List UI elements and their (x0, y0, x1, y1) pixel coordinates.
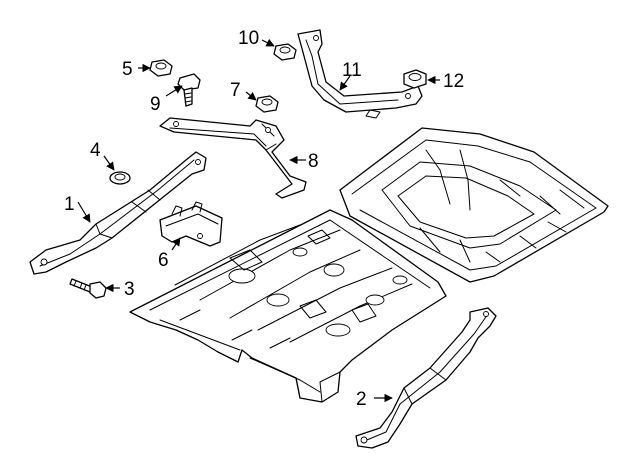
callout-10: 10 (238, 28, 259, 49)
leader-6 (171, 237, 181, 251)
part-6-bracket (159, 201, 223, 247)
part-7-nut (255, 95, 279, 113)
callout-2: 2 (356, 389, 367, 410)
part-8-crossmember (159, 117, 307, 199)
callout-1: 1 (64, 194, 75, 215)
leader-9 (165, 85, 183, 97)
callout-11: 11 (342, 60, 362, 81)
part-10-nut (273, 43, 297, 61)
leader-10 (261, 38, 275, 47)
leader-4 (103, 155, 115, 171)
callout-9: 9 (150, 94, 161, 115)
callout-6: 6 (158, 250, 169, 271)
callout-labels: 1 2 3 4 5 6 7 8 9 10 11 12 (64, 28, 464, 410)
callout-12: 12 (443, 71, 464, 92)
callout-7: 7 (230, 80, 241, 101)
part-2-rail (355, 307, 497, 449)
leader-1 (77, 201, 91, 223)
part-5-nut (149, 59, 173, 77)
leader-7 (245, 91, 257, 101)
rear-floor-pan (339, 127, 609, 283)
callout-4: 4 (90, 140, 101, 161)
callout-8: 8 (308, 151, 319, 172)
leader-11 (339, 75, 351, 91)
part-9-bolt (177, 73, 201, 107)
callout-3: 3 (124, 279, 135, 300)
callout-5: 5 (122, 59, 133, 80)
part-3-bolt (69, 278, 107, 299)
part-11-bracket (297, 29, 423, 119)
part-12-nut (403, 69, 427, 89)
floor-pan (129, 209, 447, 403)
part-1-rail (29, 151, 207, 275)
leader-lines (77, 38, 440, 403)
part-4-grommet (109, 171, 131, 185)
